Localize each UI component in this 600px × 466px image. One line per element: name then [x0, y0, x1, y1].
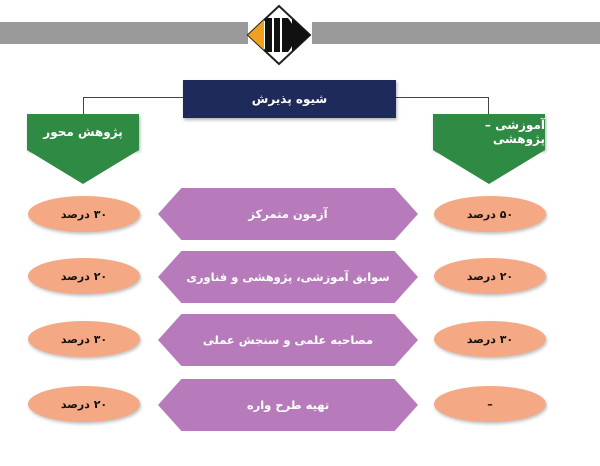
- column-arrow-research: [27, 150, 139, 184]
- row-3-educational-percent: ۳۰ درصد: [434, 321, 546, 357]
- row-2-research-percent: ۲۰ درصد: [28, 258, 140, 294]
- connector-left-h: [83, 97, 183, 98]
- row-1-research-percent: ۳۰ درصد: [28, 196, 140, 232]
- row-2-educational-percent: ۲۰ درصد: [434, 258, 546, 294]
- header-bar-left: [0, 22, 248, 44]
- logo-icon: [246, 4, 312, 66]
- connector-right-v: [488, 97, 489, 114]
- row-1-educational-percent: ۵۰ درصد: [434, 196, 546, 232]
- connector-right-h: [396, 97, 489, 98]
- row-1-criterion: آزمون متمرکز: [158, 188, 418, 240]
- column-arrow-educational-research: [433, 150, 545, 184]
- row-2-criterion: سوابق آموزشی، پژوهشی و فناوری: [158, 251, 418, 303]
- connector-left-v: [83, 97, 84, 114]
- header-bar-right: [312, 22, 600, 44]
- row-4-research-percent: ۲۰ درصد: [28, 386, 140, 422]
- row-4-educational-percent: –: [434, 386, 546, 422]
- row-4-criterion: تهیه طرح واره: [158, 379, 418, 431]
- column-header-educational-research: آموزشی – پژوهشی: [433, 114, 545, 150]
- column-header-research: پژوهش محور: [27, 114, 139, 150]
- admission-method-title: شیوه پذیرش: [183, 80, 396, 118]
- row-3-research-percent: ۳۰ درصد: [28, 321, 140, 357]
- row-3-criterion: مصاحبه علمی و سنجش عملی: [158, 314, 418, 366]
